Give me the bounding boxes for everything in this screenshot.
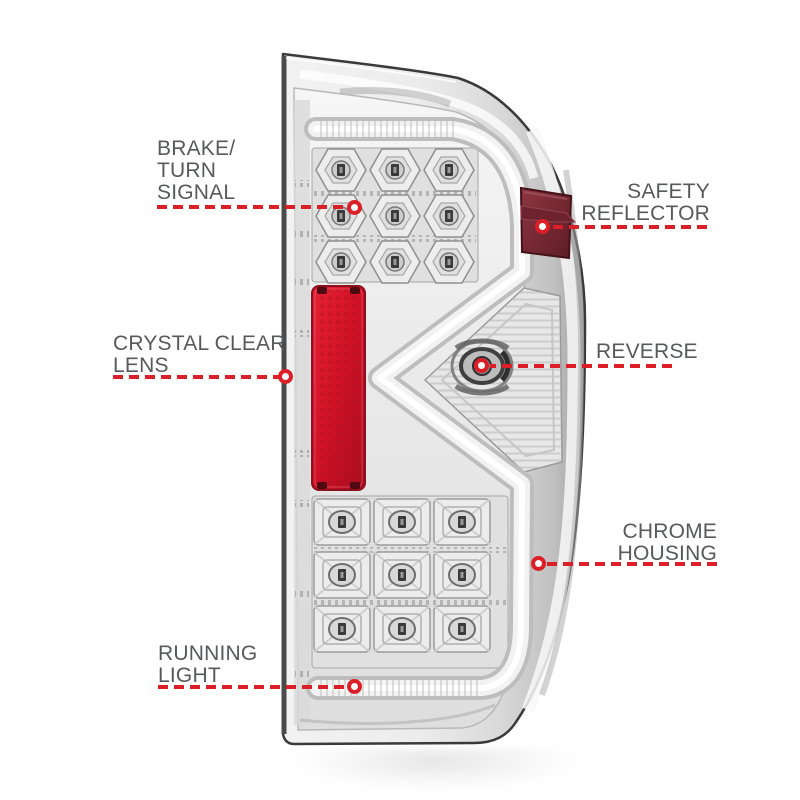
label-line: REFLECTOR <box>581 202 710 225</box>
leader-line-running-light <box>158 685 348 689</box>
callout-label-chrome-housing: CHROME HOUSING <box>517 521 717 565</box>
taillight-photo <box>270 30 600 760</box>
top-bar-ribs <box>316 119 454 140</box>
label-line: SIGNAL <box>157 181 236 204</box>
leader-line-chrome-housing <box>547 562 717 566</box>
callout-dot-safety-reflector <box>535 219 550 234</box>
callout-label-running-light: RUNNING LIGHT <box>158 643 257 687</box>
callout-label-reverse: REVERSE <box>596 341 698 363</box>
label-line: SAFETY <box>627 180 710 203</box>
callout-dot-brake-turn-signal <box>347 200 362 215</box>
callout-dot-running-light <box>347 679 362 694</box>
leader-line-safety-reflector <box>551 225 707 229</box>
label-line: CHROME <box>622 520 717 543</box>
callout-label-crystal-clear-lens: CRYSTAL CLEAR LENS <box>113 333 286 377</box>
running-led-panel <box>311 495 509 669</box>
callout-label-safety-reflector: SAFETY REFLECTOR <box>510 181 710 225</box>
label-line: CRYSTAL CLEAR <box>113 332 286 355</box>
label-line: LIGHT <box>158 664 221 687</box>
taillight-svg <box>281 52 587 746</box>
leader-line-reverse <box>490 364 672 368</box>
brake-led-panel <box>311 147 479 284</box>
reverse-pocket <box>423 287 563 473</box>
leader-line-crystal-clear-lens <box>113 375 279 379</box>
label-line: BRAKE/ <box>157 137 236 160</box>
floor-reflection <box>295 748 575 790</box>
label-line: HOUSING <box>617 542 717 565</box>
callout-dot-reverse <box>474 358 489 373</box>
callout-label-brake-turn-signal: BRAKE/ TURN SIGNAL <box>157 138 235 204</box>
label-line: REVERSE <box>596 340 698 363</box>
label-line: RUNNING <box>158 642 258 665</box>
label-line: TURN <box>157 159 217 182</box>
red-reflector-strip <box>311 285 366 491</box>
bottom-shade-line <box>299 703 496 725</box>
callout-dot-crystal-clear-lens <box>278 369 293 384</box>
label-line: LENS <box>113 354 169 377</box>
leader-line-brake-turn-signal <box>157 205 348 209</box>
callout-dot-chrome-housing <box>531 556 546 571</box>
